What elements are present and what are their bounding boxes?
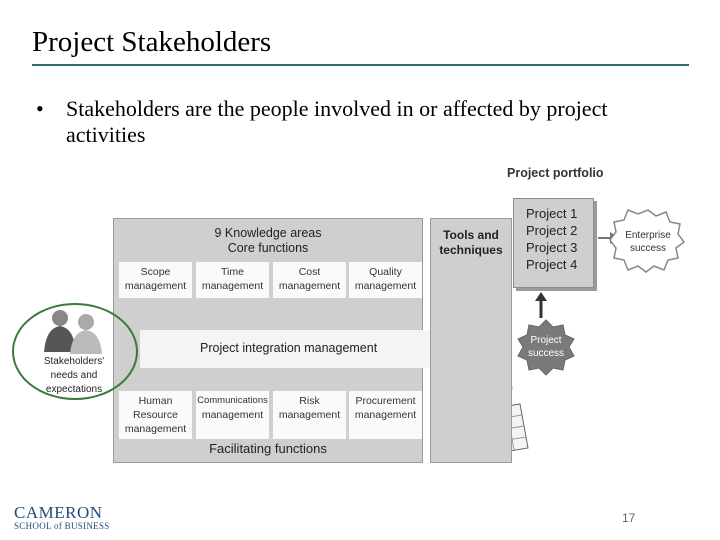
cell-line: management	[273, 279, 346, 293]
enterprise-label-line: Enterprise	[620, 229, 676, 242]
cell-line: Resource	[119, 408, 192, 422]
tools-panel: Tools and techniques	[430, 218, 512, 463]
time-management-cell: Time management	[196, 262, 269, 298]
cell-line: management	[119, 279, 192, 293]
cell-line: management	[349, 279, 422, 293]
project-success-label: Project success	[522, 334, 570, 360]
cameron-logo: CAMERON SCHOOL of BUSINESS	[14, 503, 110, 531]
procurement-management-cell: Procurement management	[349, 391, 422, 439]
cell-line: management	[119, 422, 192, 436]
cell-line: management	[196, 408, 269, 422]
cell-line: management	[349, 408, 422, 422]
human-resource-management-cell: Human Resource management	[119, 391, 192, 439]
arrow-to-portfolio	[535, 292, 547, 318]
logo-subtitle: SCHOOL of BUSINESS	[14, 521, 110, 531]
knowledge-areas-title: 9 Knowledge areas Core functions	[114, 226, 422, 256]
cell-line: Communications	[196, 394, 269, 408]
cell-line: Scope	[119, 265, 192, 279]
cell-line: Procurement	[349, 394, 422, 408]
facilitating-functions-title: Facilitating functions	[114, 441, 422, 456]
tools-label: Tools and techniques	[431, 228, 511, 258]
communications-management-cell: Communications management	[196, 391, 269, 439]
scope-management-cell: Scope management	[119, 262, 192, 298]
tools-label-line: Tools and	[431, 228, 511, 243]
cell-line: management	[196, 279, 269, 293]
cell-line: Cost	[273, 265, 346, 279]
logo-name: CAMERON	[14, 503, 110, 523]
cell-line: Time	[196, 265, 269, 279]
knowledge-title-line: Core functions	[114, 241, 422, 256]
quality-management-cell: Quality management	[349, 262, 422, 298]
enterprise-label-line: success	[620, 242, 676, 255]
project-success-line: Project	[522, 334, 570, 347]
cell-line: management	[273, 408, 346, 422]
stakeholders-highlight-circle	[12, 303, 138, 400]
cell-line: Quality	[349, 265, 422, 279]
integration-label: Project integration management	[200, 341, 377, 355]
risk-management-cell: Risk management	[273, 391, 346, 439]
enterprise-success-label: Enterprise success	[620, 229, 676, 255]
knowledge-title-line: 9 Knowledge areas	[114, 226, 422, 241]
project-success-line: success	[522, 347, 570, 360]
cell-line: Risk	[273, 394, 346, 408]
tools-label-line: techniques	[431, 243, 511, 258]
cell-line: Human	[119, 394, 192, 408]
cost-management-cell: Cost management	[273, 262, 346, 298]
page-number: 17	[622, 511, 635, 525]
